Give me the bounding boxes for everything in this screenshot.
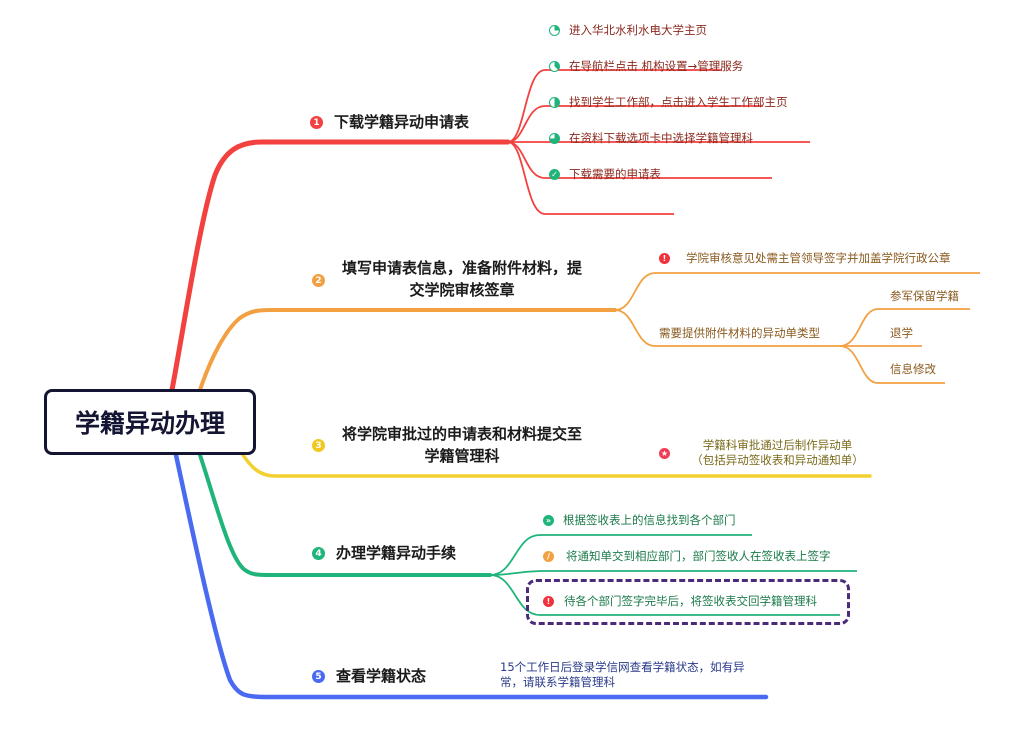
branch-1-child-5[interactable]: 下载需要的申请表 <box>569 167 661 181</box>
branch-2-child-2[interactable]: 需要提供附件材料的异动单类型 <box>659 326 820 340</box>
star-icon: ★ <box>659 448 670 459</box>
branch-5-child-1[interactable]: 15个工作日后登录学信网查看学籍状态，如有异 常，请联系学籍管理科 <box>500 660 745 690</box>
branch-3-child-1[interactable]: 学籍科审批通过后制作异动单 （包括异动签收表和异动通知单） <box>685 438 870 468</box>
branch-1-child-3[interactable]: 找到学生工作部，点击进入学生工作部主页 <box>569 95 788 109</box>
branch-2-title-line-1: 填写申请表信息，准备附件材料，提 <box>341 259 582 277</box>
branch-5-child-1-line-1: 15个工作日后登录学信网查看学籍状态，如有异 <box>500 660 745 674</box>
number-1-badge-icon: 1 <box>310 116 323 129</box>
progress-three-eighths-icon <box>549 61 560 72</box>
branch-5-title[interactable]: 查看学籍状态 <box>336 667 427 685</box>
branch-1-title[interactable]: 下载学籍异动申请表 <box>334 113 470 131</box>
branch-5-connector <box>173 452 769 700</box>
branch-2-title[interactable]: 填写申请表信息，准备附件材料，提 交学院审核签章 <box>334 257 590 301</box>
pencil-icon: / <box>543 551 554 562</box>
progress-three-quarter-icon <box>549 133 560 144</box>
branch-1-child-1[interactable]: 进入华北水利水电大学主页 <box>569 23 707 37</box>
exclamation-icon: ! <box>543 596 554 607</box>
branch-5-child-1-line-2: 常，请联系学籍管理科 <box>500 675 615 689</box>
branch-2-children-connectors <box>614 272 980 384</box>
number-5-badge-icon: 5 <box>312 670 325 683</box>
branch-2-connector <box>198 308 617 392</box>
branch-4-title[interactable]: 办理学籍异动手续 <box>336 544 457 562</box>
branch-1-child-2[interactable]: 在导航栏点击 机构设置→管理服务 <box>569 59 744 73</box>
progress-quarter-icon <box>549 25 560 36</box>
branch-4-child-1[interactable]: 根据签收表上的信息找到各个部门 <box>563 513 736 527</box>
branch-3-child-1-line-1: 学籍科审批通过后制作异动单 <box>702 438 853 452</box>
branch-2-child-1[interactable]: 学院审核意见处需主管领导签字并加盖学院行政公章 <box>686 251 951 265</box>
attachment-type-2[interactable]: 退学 <box>890 326 913 340</box>
attachment-type-1[interactable]: 参军保留学籍 <box>890 289 959 303</box>
number-2-badge-icon: 2 <box>312 274 325 287</box>
branch-4-children-connectors <box>489 534 857 616</box>
branch-4-child-3[interactable]: 待各个部门签字完毕后，将签收表交回学籍管理科 <box>564 594 817 608</box>
branch-3-title-line-1: 将学院审批过的申请表和材料提交至 <box>341 425 582 443</box>
root-node[interactable]: 学籍异动办理 <box>44 389 256 455</box>
branch-3-title[interactable]: 将学院审批过的申请表和材料提交至 学籍管理科 <box>334 423 590 467</box>
progress-half-icon <box>549 97 560 108</box>
exclamation-icon: ! <box>659 253 670 264</box>
number-3-badge-icon: 3 <box>312 439 325 452</box>
branch-3-title-line-2: 学籍管理科 <box>424 447 500 465</box>
branch-1-connector <box>169 139 511 393</box>
highlight-boundary <box>526 579 850 625</box>
run-icon: » <box>543 515 554 526</box>
branch-2-title-line-2: 交学院审核签章 <box>409 281 515 299</box>
attachment-type-3[interactable]: 信息修改 <box>890 362 936 376</box>
branch-1-child-4[interactable]: 在资料下载选项卡中选择学籍管理科 <box>569 131 753 145</box>
branch-3-connector <box>241 453 872 478</box>
branch-3-child-1-line-2: （包括异动签收表和异动通知单） <box>691 453 864 467</box>
number-4-badge-icon: 4 <box>312 547 325 560</box>
branch-4-child-2[interactable]: 将通知单交到相应部门，部门签收人在签收表上签字 <box>566 549 831 563</box>
branch-4-connector <box>198 453 492 577</box>
check-circle-icon: ✓ <box>549 169 560 180</box>
